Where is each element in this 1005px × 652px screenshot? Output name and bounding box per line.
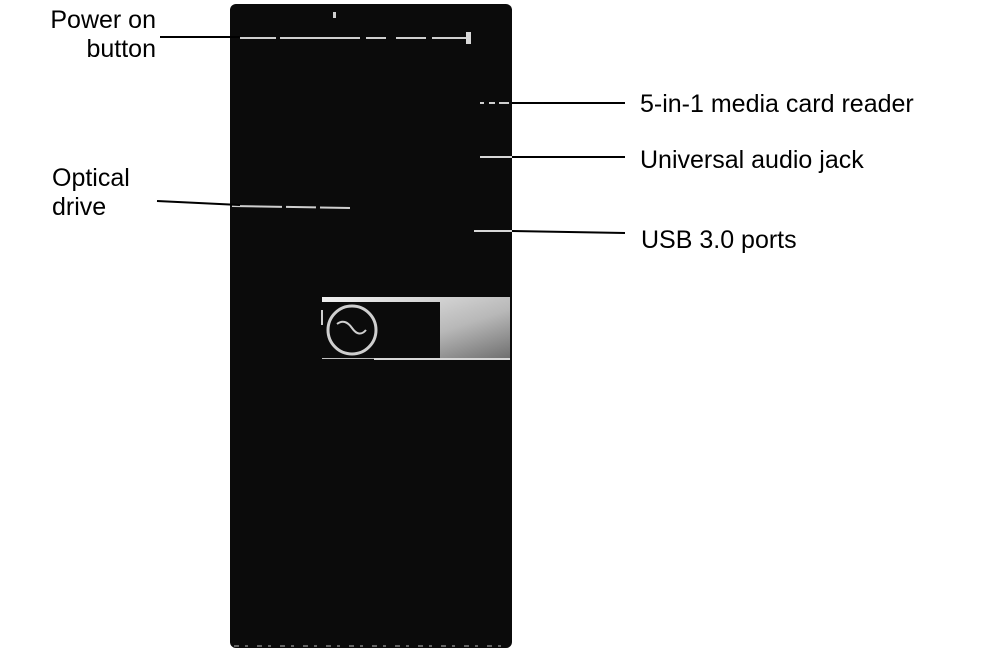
label-power-line-1: Power on <box>0 6 156 35</box>
label-audio-jack: Universal audio jack <box>640 146 864 175</box>
leader-usb <box>512 231 625 233</box>
label-optical-line-2: drive <box>52 193 130 222</box>
top-notch <box>333 12 336 18</box>
label-optical-line-1: Optical <box>52 164 130 193</box>
label-optical-drive: Optical drive <box>52 164 130 222</box>
leader-optical <box>157 201 240 205</box>
label-power-button: Power on button <box>0 6 156 64</box>
label-usb-ports: USB 3.0 ports <box>641 226 797 255</box>
power-button <box>466 32 471 44</box>
label-card-reader: 5-in-1 media card reader <box>640 90 914 119</box>
label-power-line-2: button <box>0 35 156 64</box>
